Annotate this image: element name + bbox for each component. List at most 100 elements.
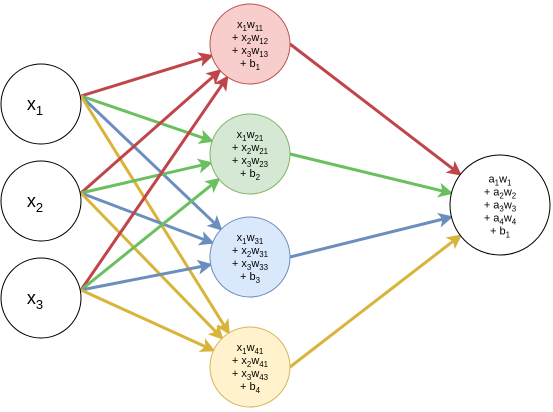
node-formula-line: x1w21 [237,129,264,143]
edge-h3-out [289,212,454,259]
term: + b [240,271,256,283]
subscript: 2 [247,250,251,259]
edge-x1-h4 [79,95,230,335]
input-circle [0,63,82,145]
subscript: 1 [242,347,247,356]
output-node: a1w1+ a2w2+ a3w3+ a4w4+ b1 [449,154,551,256]
edge-h2-out [289,152,454,198]
edges-layer [79,42,462,369]
node-formula-line: + x2w31 [232,245,269,259]
term: a [489,174,496,186]
input-circle [0,257,82,339]
subscript: 2 [256,173,260,182]
subscript: 12 [259,37,268,46]
edge-h4-out [289,234,462,369]
edge-x2-h1 [80,69,222,195]
term: w [503,200,512,212]
node-formula-line: + a2w2 [484,187,516,201]
term: x [237,129,243,141]
subscript: 13 [259,50,268,59]
term: x [237,232,243,244]
term: + x [232,355,247,367]
input-circle [0,160,82,242]
term: w [250,45,259,57]
hidden-circle [209,3,291,85]
term: w [503,187,512,199]
hidden-node-h2: x1w21+ x2w21+ x3w23+ b2 [209,113,291,195]
term: + x [232,258,247,270]
input-name: x [27,191,36,211]
subscript: 1 [256,63,261,72]
edge-x1-h3 [79,94,223,231]
input-subscript: 2 [36,200,43,215]
input-subscript: 1 [36,103,43,118]
term: + b [490,226,506,238]
input-name: x [27,94,36,114]
subscript: 1 [242,134,247,143]
hidden-circle [209,113,291,195]
subscript: 43 [259,373,268,382]
subscript: 3 [247,50,252,59]
hidden-circle [209,326,291,408]
node-formula-line: + x2w21 [232,142,269,156]
edge-x3-h4 [80,288,216,352]
subscript: 1 [242,237,247,246]
subscript: 1 [242,24,247,33]
subscript: 3 [499,205,504,214]
subscript: 41 [255,347,264,356]
subscript: 2 [247,360,251,369]
subscript: 3 [247,160,252,169]
term: w [250,245,259,257]
hidden-node-h3: x1w31+ x2w31+ x3w33+ b3 [209,216,291,298]
term: + x [232,245,247,257]
term: + x [232,155,247,167]
term: x [237,19,243,31]
node-formula-line: a1w1 [489,174,512,188]
edge-x3-h1 [79,75,229,291]
input-subscript: 3 [36,297,43,312]
node-formula-line: + a3w3 [484,200,517,214]
input-node-x1: x1 [0,63,82,145]
term: + b [240,168,256,180]
node-formula-line: + b2 [240,168,260,182]
subscript: 21 [255,134,264,143]
term: + x [232,45,247,57]
node-formula-line: x1w11 [237,19,264,33]
input-node-x2: x2 [0,160,82,242]
subscript: 2 [247,147,251,156]
subscript: 1 [506,231,511,240]
subscript: 31 [255,237,264,246]
edge-h1-out [289,42,462,176]
node-formula-line: x1w31 [237,232,264,246]
subscript: 3 [256,276,261,285]
subscript: 3 [512,205,517,214]
input-label: x3 [27,288,43,312]
term: w [246,342,255,354]
hidden-node-h4: x1w41+ x2w41+ x3w43+ b4 [209,326,291,408]
subscript: 11 [255,24,264,33]
input-label: x1 [27,94,43,118]
input-label: x2 [27,191,43,215]
term: w [246,232,255,244]
hidden-circle [209,216,291,298]
edge-x1-h1 [80,52,214,98]
subscript: 3 [247,373,252,382]
subscript: 23 [259,160,268,169]
node-formula-line: + b1 [240,58,261,72]
term: + b [240,58,256,70]
edge-x3-h3 [80,259,213,292]
term: w [503,213,512,225]
edge-x3-h2 [80,177,221,292]
term: + x [232,32,247,44]
term: + x [232,142,247,154]
term: + a [484,187,500,199]
subscript: 1 [495,179,500,188]
node-formula-line: + x3w23 [232,155,269,169]
node-formula-line: + x2w12 [232,32,268,46]
term: w [250,32,259,44]
term: + a [484,200,500,212]
edge-x2-h2 [80,158,213,195]
term: w [250,355,259,367]
